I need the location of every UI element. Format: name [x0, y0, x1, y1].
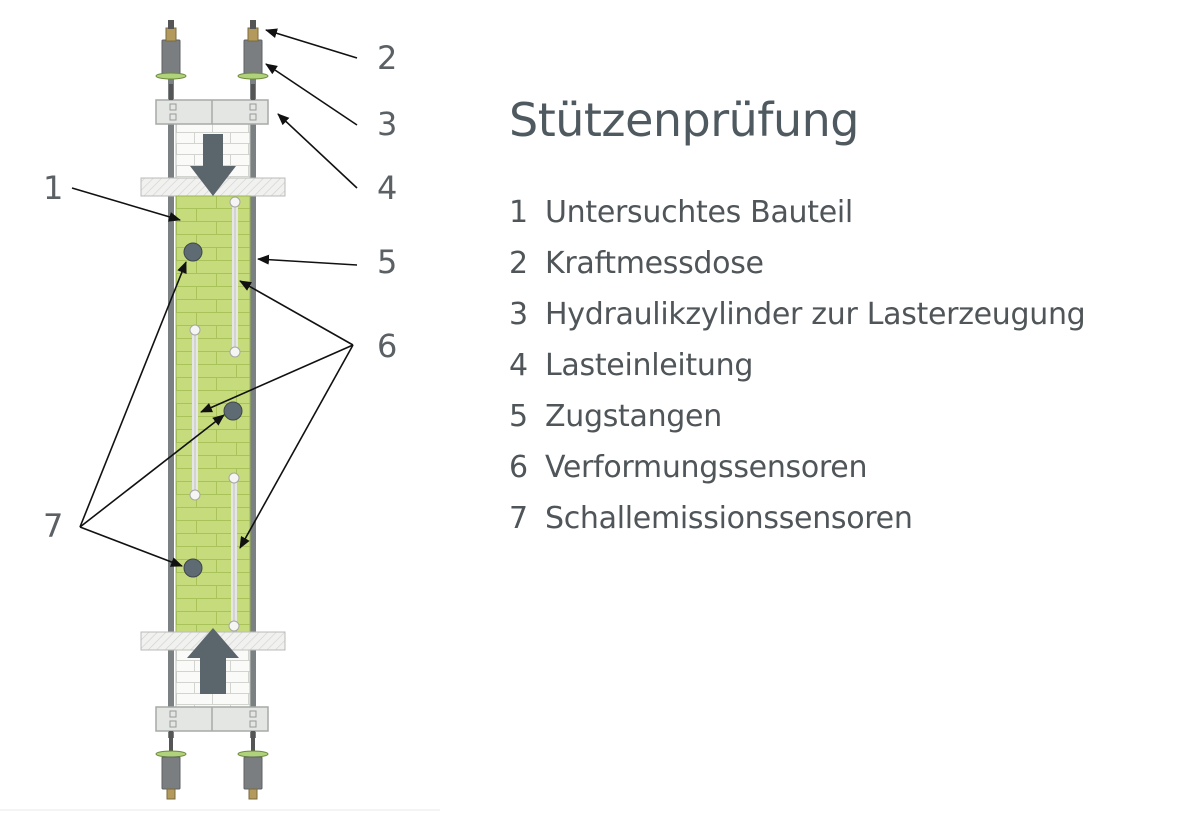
deformation-sensor-middle	[189, 324, 201, 501]
acoustic-sensor-top	[183, 242, 203, 262]
deformation-sensor-upper	[229, 196, 241, 358]
legend-number: 6	[509, 450, 528, 485]
load-arrow-up	[187, 628, 239, 694]
leader-2	[265, 28, 358, 59]
deformation-sensors	[189, 196, 241, 632]
load-arrow-down	[190, 134, 236, 196]
deformation-sensor-lower	[228, 472, 240, 632]
legend-item-2: 2 Kraftmessdose	[509, 246, 1085, 297]
callout-3: 3	[377, 105, 398, 143]
legend-item-6: 6 Verformungssensoren	[509, 450, 1085, 501]
leader-7b	[79, 414, 225, 528]
bottom-load-cells	[155, 731, 269, 800]
leader-6c	[239, 344, 354, 549]
acoustic-sensor-bottom	[183, 558, 203, 578]
legend-item-4: 4 Lasteinleitung	[509, 348, 1085, 399]
left-tension-rod	[168, 78, 174, 738]
leader-6a	[239, 280, 354, 346]
legend-label: Hydraulikzylinder zur Lasterzeugung	[545, 297, 1086, 332]
callout-6: 6	[377, 327, 398, 365]
legend-item-3: 3 Hydraulikzylinder zur Lasterzeugung	[509, 297, 1086, 348]
tension-rods	[168, 78, 256, 738]
top-load-cells	[155, 20, 269, 100]
legend-label: Zugstangen	[545, 399, 722, 434]
legend-label: Lasteinleitung	[545, 348, 754, 383]
legend-item-5: 5 Zugstangen	[509, 399, 1085, 450]
legend-number: 2	[509, 246, 528, 281]
legend-item-1: 1 Untersuchtes Bauteil	[509, 195, 1085, 246]
top-right-load-cell	[237, 20, 269, 100]
legend-label: Untersuchtes Bauteil	[545, 195, 853, 230]
legend-item-7: 7 Schallemissionssensoren	[509, 501, 1085, 552]
acoustic-sensor-middle	[223, 401, 243, 421]
diagram-title: Stützenprüfung	[509, 93, 860, 147]
callout-7: 7	[43, 507, 64, 545]
callout-5: 5	[377, 243, 398, 281]
test-setup-diagram	[0, 20, 440, 811]
leader-lines	[71, 28, 358, 567]
right-tension-rod	[250, 78, 256, 738]
legend-label: Schallemissionssensoren	[545, 501, 913, 536]
legend-list: 1 Untersuchtes Bauteil 2 Kraftmessdose 3 Hy…	[509, 195, 1086, 552]
leader-7a	[79, 261, 187, 528]
leader-5	[257, 254, 358, 266]
legend-number: 4	[509, 348, 528, 383]
legend-label: Verformungssensoren	[545, 450, 868, 485]
leader-6b	[200, 344, 354, 413]
legend-number: 3	[509, 297, 528, 332]
acoustic-emission-sensors	[183, 242, 243, 578]
callout-4: 4	[377, 169, 398, 207]
legend-label: Kraftmessdose	[545, 246, 764, 281]
legend-number: 1	[509, 195, 528, 230]
leader-4	[277, 113, 358, 189]
leader-1	[71, 187, 181, 222]
bottom-left-load-cell	[155, 731, 187, 800]
leader-7c	[79, 526, 183, 567]
top-left-load-cell	[155, 20, 187, 100]
bottom-right-load-cell	[237, 731, 269, 800]
leader-3	[265, 63, 358, 126]
callout-2: 2	[377, 39, 398, 77]
callout-1: 1	[43, 169, 64, 207]
legend-number: 5	[509, 399, 528, 434]
legend-number: 7	[509, 501, 528, 536]
